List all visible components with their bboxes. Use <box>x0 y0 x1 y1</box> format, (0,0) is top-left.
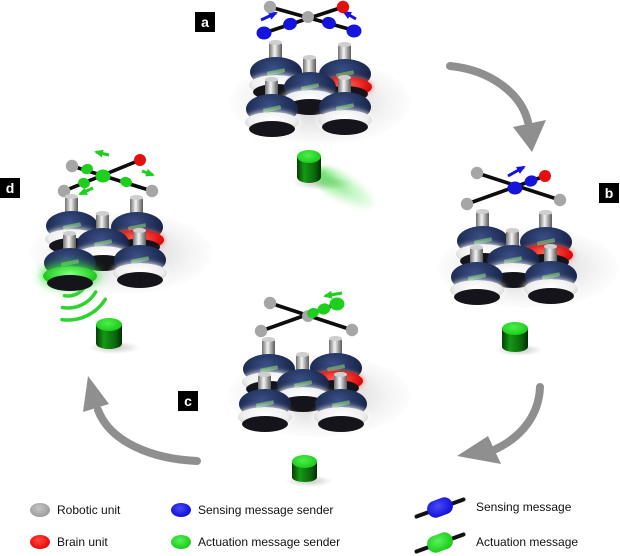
legend-label: Sensing message sender <box>198 503 334 517</box>
brain-unit-node <box>336 0 350 14</box>
robot-unit <box>318 75 372 135</box>
actuation-message-node <box>120 176 132 188</box>
legend-item-brain-unit: Brain unit <box>30 535 108 549</box>
cylinder-top <box>502 322 528 335</box>
robot-base <box>47 275 93 291</box>
sensing-sender-swatch-icon <box>171 503 191 517</box>
message-blob <box>424 495 456 520</box>
legend-item-sensing-message: Sensing message <box>412 494 571 522</box>
robot-unit <box>245 77 299 137</box>
sensing-direction-arrow-icon <box>507 165 526 178</box>
sensing-message-node <box>283 17 297 31</box>
actuation-direction-arrow-icon <box>78 186 94 196</box>
robot-unit <box>238 372 292 432</box>
target-cylinder-icon <box>96 318 122 349</box>
panel-label-d: d <box>0 178 20 198</box>
sensing-sender-node <box>256 26 272 40</box>
actuation-message-node <box>307 307 319 319</box>
sensing-message-node <box>524 175 538 187</box>
legend-item-actuation-sender: Actuation message sender <box>171 535 340 549</box>
sensing-message-node <box>322 16 336 30</box>
robot-base <box>117 272 163 288</box>
legend-label: Robotic unit <box>57 503 121 517</box>
robot-base <box>249 121 295 137</box>
actuation-direction-arrow-icon <box>141 168 155 177</box>
robotic-unit-node <box>345 323 359 337</box>
sensing-direction-arrow-icon <box>342 10 357 21</box>
legend-label: Brain unit <box>57 535 108 549</box>
robot-base <box>454 289 500 305</box>
robotic-unit-swatch-icon <box>30 503 50 517</box>
network-diagram-a <box>256 0 362 40</box>
robot-base <box>318 416 364 432</box>
actuation-message-node <box>81 163 93 175</box>
robotic-unit-node <box>302 11 314 23</box>
actuation-direction-arrow-icon <box>323 290 343 299</box>
target-cylinder-icon <box>297 150 321 183</box>
sensing-direction-arrow-icon <box>260 11 278 22</box>
legend-item-sensing-sender: Sensing message sender <box>171 503 333 517</box>
legend-item-robotic-unit: Robotic unit <box>30 503 120 517</box>
brain-unit-swatch-icon <box>30 535 50 549</box>
robotic-unit-node <box>460 197 474 211</box>
actuation-message-node <box>317 303 331 315</box>
robot-base <box>322 119 368 135</box>
sensing-sender-node <box>346 24 362 38</box>
robotic-unit-node <box>65 159 79 173</box>
brain-unit-node <box>134 154 146 166</box>
actuation-message-icon <box>412 529 468 556</box>
cylinder-top <box>96 318 122 331</box>
actuation-sender-node <box>329 297 345 311</box>
robotic-unit-node <box>553 193 567 207</box>
actuation-message-node <box>78 177 90 189</box>
legend-label: Sensing message <box>476 500 572 514</box>
robotic-unit-node <box>263 296 277 310</box>
robot-unit <box>524 244 578 304</box>
robot-base <box>242 416 288 432</box>
robot-base <box>528 288 574 304</box>
sensing-message-node <box>507 181 523 195</box>
target-cylinder-icon <box>292 455 317 482</box>
actuating-robot-unit <box>43 231 97 291</box>
cylinder-top <box>297 150 321 163</box>
cylinder-top <box>292 455 317 468</box>
actuation-sender-swatch-icon <box>171 535 191 549</box>
actuation-direction-arrow-icon <box>94 149 110 158</box>
brain-unit-node <box>539 170 551 182</box>
legend-item-actuation-message: Actuation message <box>412 529 578 556</box>
arrow-c-to-d-icon <box>83 376 201 465</box>
message-blob <box>424 530 456 555</box>
network-diagram-d <box>57 149 159 198</box>
target-cylinder-icon <box>502 322 528 352</box>
legend-label: Actuation message <box>476 535 579 549</box>
network-diagram-b <box>460 165 567 211</box>
actuation-sender-node <box>95 169 111 183</box>
panel-label-b: b <box>599 183 619 203</box>
arrow-b-to-c-icon <box>457 383 544 464</box>
robotic-unit-node <box>254 324 268 338</box>
sensing-message-icon <box>412 494 468 522</box>
network-diagram-c <box>254 290 359 338</box>
robotic-unit-node <box>145 184 159 198</box>
legend-label: Actuation message sender <box>198 535 341 549</box>
robotic-unit-node <box>263 0 277 14</box>
arrow-a-to-b-icon <box>446 62 546 152</box>
panel-label-c: c <box>178 391 198 411</box>
robot-unit <box>314 372 368 432</box>
robot-base <box>280 396 326 412</box>
robot-unit <box>450 245 504 305</box>
robotic-unit-node <box>470 166 484 180</box>
robot-unit <box>113 228 167 288</box>
panel-label-a: a <box>195 12 215 32</box>
